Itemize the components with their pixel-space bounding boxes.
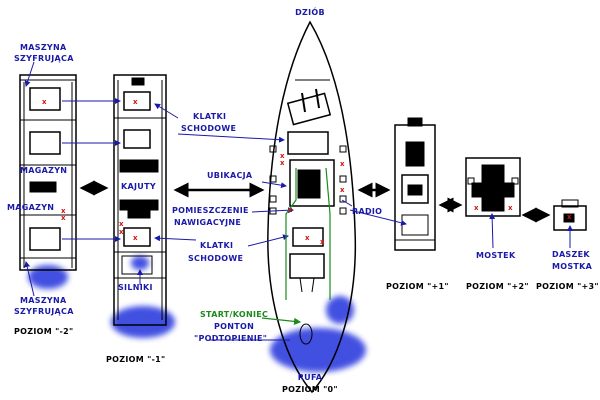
water-splash-group <box>28 256 366 372</box>
level-plus1-plan <box>394 117 436 251</box>
cipher-machine-bottom-label-2: SZYFRUJĄCA <box>14 307 74 316</box>
level-plus2-plan <box>465 157 521 217</box>
level-minus2-label: POZIOM "-2" <box>14 327 74 336</box>
nav-room-label-2: NAWIGACYJNE <box>174 218 242 227</box>
svg-text:x: x <box>119 220 124 228</box>
level-zero-label: POZIOM "0" <box>282 385 338 394</box>
svg-text:x: x <box>508 204 513 212</box>
svg-text:x: x <box>320 238 325 246</box>
svg-text:x: x <box>288 206 293 214</box>
cipher-machine-top-label-1: MASZYNA <box>20 43 67 52</box>
svg-text:x: x <box>280 159 285 167</box>
stairs-bottom-label-2: SCHODOWE <box>188 254 244 263</box>
cabins-label: KAJUTY <box>121 182 156 191</box>
warehouse-label-1: MAGAZYN <box>20 166 68 175</box>
level-plus3-label: POZIOM "+3" <box>536 282 599 291</box>
cipher-machine-bottom-label-1: MASZYNA <box>20 296 67 305</box>
warehouse-label-2: MAGAZYN <box>7 203 55 212</box>
stairs-top-label-1: KLATKI <box>193 112 227 121</box>
svg-text:x: x <box>61 214 66 222</box>
stern-label: RUFA <box>297 373 323 382</box>
nav-room-label-1: POMIESZCZENIE <box>172 206 249 215</box>
start-end-label: START/KONIEC <box>200 310 269 319</box>
engines-label: SILNIKI <box>118 283 153 292</box>
svg-text:x: x <box>567 213 572 221</box>
quarters-label: UBIKACJA <box>207 171 253 180</box>
bow-label: DZIÓB <box>295 8 325 17</box>
pointer-lines <box>24 61 573 341</box>
level-plus1-label: POZIOM "+1" <box>386 282 449 291</box>
bridge-roof-label-2: MOSTKA <box>552 262 593 271</box>
svg-text:x: x <box>133 98 138 106</box>
level-zero-hull <box>267 20 357 394</box>
svg-text:x: x <box>133 234 138 242</box>
svg-text:x: x <box>61 207 66 215</box>
svg-text:x: x <box>42 98 47 106</box>
pontoon-label: PONTON <box>214 322 255 331</box>
svg-text:x: x <box>340 160 345 168</box>
stairs-bottom-label-1: KLATKI <box>200 241 234 250</box>
radio-label: RADIO <box>352 207 383 216</box>
start-path <box>261 167 331 325</box>
level-minus1-label: POZIOM "-1" <box>106 355 166 364</box>
svg-text:x: x <box>474 204 479 212</box>
level-plus2-label: POZIOM "+2" <box>466 282 529 291</box>
svg-text:x: x <box>280 152 285 160</box>
level-minus2-plan <box>19 74 77 271</box>
cipher-machine-top-label-2: SZYFRUJĄCA <box>14 54 74 63</box>
level-connectors <box>79 180 551 223</box>
level-minus1-plan <box>113 74 167 326</box>
pontoon-sub-label: "PODTOPIENIE" <box>194 334 268 343</box>
svg-text:x: x <box>305 234 310 242</box>
svg-text:x: x <box>119 228 124 236</box>
bridge-label: MOSTEK <box>476 251 516 260</box>
svg-text:x: x <box>340 186 345 194</box>
bridge-roof-label-1: DASZEK <box>552 250 590 259</box>
stairs-top-label-2: SCHODOWE <box>181 124 237 133</box>
